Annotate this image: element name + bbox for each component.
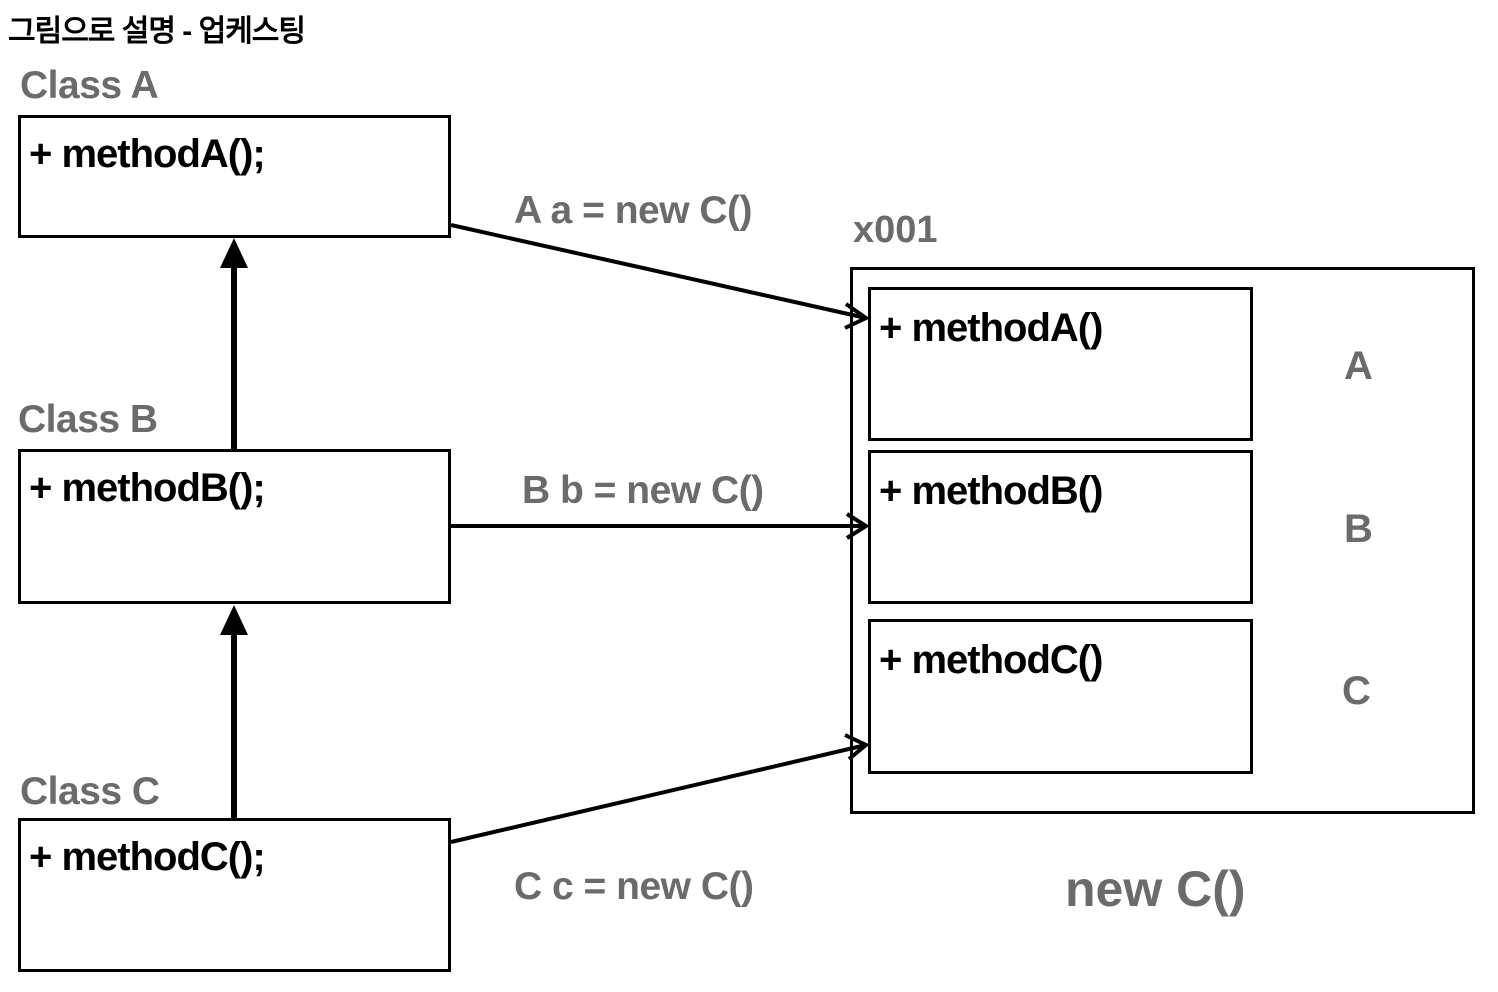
class-c-method: + methodC(); <box>29 835 266 879</box>
instance-section-b-letter: B <box>1344 507 1373 551</box>
instance-section-b-method: + methodB() <box>879 469 1103 513</box>
assignment-b-label: B b = new C() <box>522 469 764 512</box>
class-a-method: + methodA(); <box>29 132 266 176</box>
instance-address: x001 <box>853 209 938 251</box>
class-b-method: + methodB(); <box>29 466 266 510</box>
class-b-box: + methodB(); <box>18 449 451 604</box>
page-title: 그림으로 설명 - 업케스팅 <box>8 15 306 48</box>
instance-section-a: + methodA() <box>868 287 1253 441</box>
instance-section-b: + methodB() <box>868 450 1253 604</box>
class-b-label: Class B <box>18 398 158 441</box>
instance-section-a-method: + methodA() <box>879 306 1103 350</box>
reference-arrow-c <box>450 733 870 844</box>
inheritance-arrow-b-to-a <box>220 238 248 449</box>
instance-section-a-letter: A <box>1344 344 1373 388</box>
instance-section-c-method: + methodC() <box>879 638 1103 682</box>
reference-arrow-b <box>451 512 870 540</box>
assignment-a-label: A a = new C() <box>514 189 753 232</box>
inheritance-arrow-c-to-b <box>220 605 248 818</box>
instance-section-c: + methodC() <box>868 619 1253 774</box>
class-c-label: Class C <box>20 770 160 813</box>
reference-arrow-a <box>450 223 870 330</box>
instance-caption: new C() <box>1065 861 1246 917</box>
assignment-c-label: C c = new C() <box>514 865 754 908</box>
class-c-box: + methodC(); <box>18 818 451 972</box>
instance-section-c-letter: C <box>1342 669 1371 713</box>
class-a-label: Class A <box>20 64 159 107</box>
class-a-box: + methodA(); <box>18 115 451 238</box>
